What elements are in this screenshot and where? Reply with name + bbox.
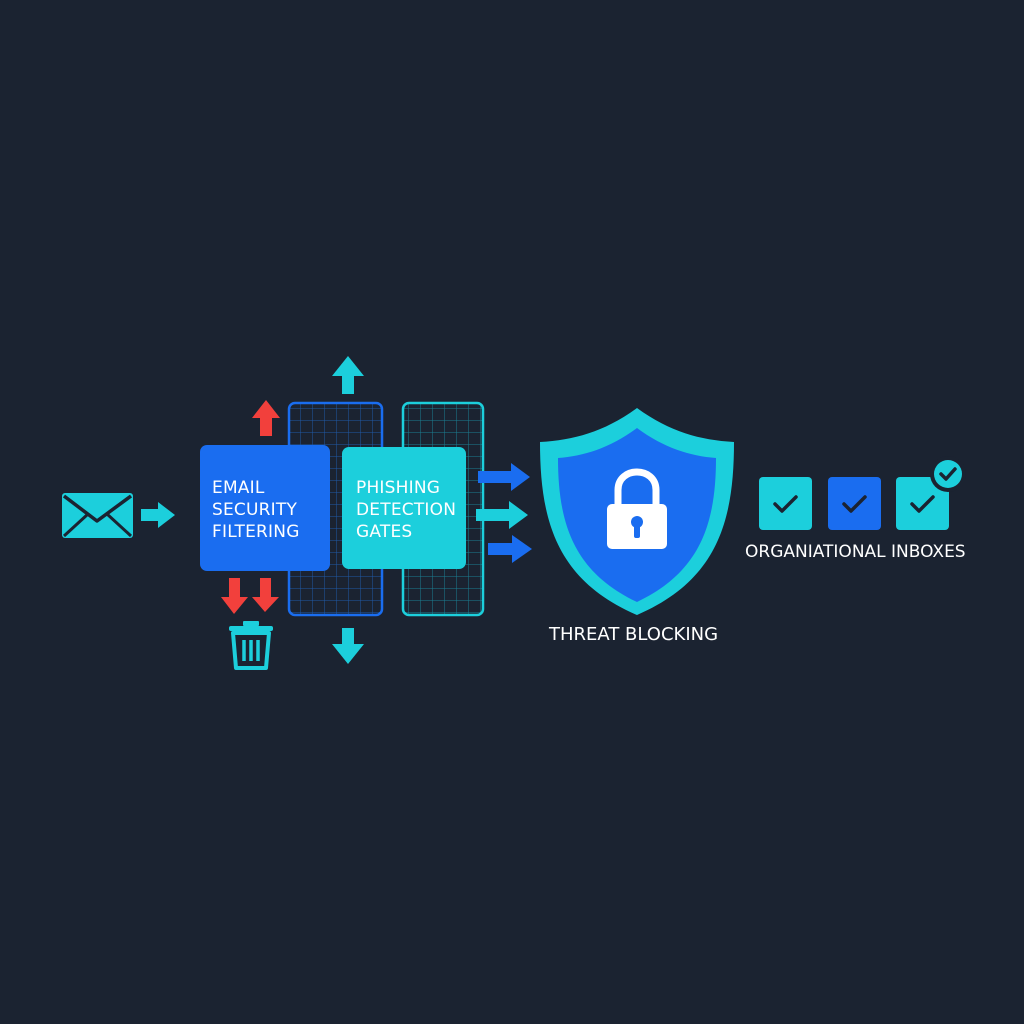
trash-icon [229,621,273,670]
cyan-up-arrow [332,356,364,394]
envelope-icon [62,493,133,538]
email-filter-label-line-2: SECURITY [212,500,298,520]
phishing-gates-label-line-1: PHISHING [356,478,441,498]
output-arrow-3 [488,535,532,563]
cyan-down-arrow [332,628,364,664]
phishing-gates-label-line-3: GATES [356,522,413,542]
threat-blocking-label: THREAT BLOCKING [549,624,719,645]
output-arrow-2 [476,501,528,529]
padlock-icon [607,468,667,549]
email-filter-label-line-1: EMAIL [212,478,265,498]
input-arrow [141,502,175,528]
inbox-checkbox-3 [896,477,949,530]
phishing-gates-box [342,447,466,569]
email-filter-label-line-3: FILTERING [212,522,300,542]
email-filter-box [200,445,330,571]
inbox-checkbox-1 [759,477,812,530]
phishing-gates-label-line-2: DETECTION [356,500,457,520]
verified-badge-icon [930,456,966,492]
inbox-checkbox-2 [828,477,881,530]
discard-arrow-2 [252,578,279,612]
output-arrow-1 [478,463,530,491]
organizational-inboxes-label: ORGANIATIONAL INBOXES [745,542,966,562]
rejected-up-arrow [252,400,280,436]
discard-arrow-1 [221,578,248,614]
